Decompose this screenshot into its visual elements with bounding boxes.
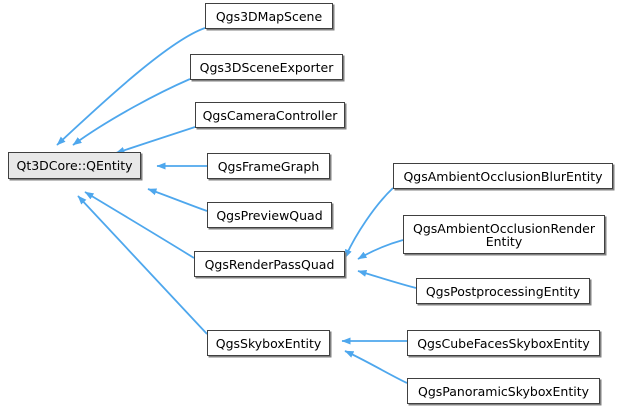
class-node-label: Qgs3DMapScene: [215, 8, 323, 24]
class-node-previewquad[interactable]: QgsPreviewQuad: [207, 202, 332, 228]
inheritance-edge: [344, 350, 408, 384]
inheritance-edge: [357, 270, 417, 289]
class-node-label: QgsCameraController: [202, 107, 338, 123]
class-node-cameractrl[interactable]: QgsCameraController: [195, 102, 345, 128]
inheritance-edge: [147, 188, 208, 212]
class-node-label: QgsAmbientOcclusionRender Entity: [413, 220, 595, 249]
class-node-postproc[interactable]: QgsPostprocessingEntity: [416, 278, 590, 304]
class-node-label: Qt3DCore::QEntity: [16, 158, 133, 173]
class-node-renderpass[interactable]: QgsRenderPassQuad: [194, 251, 345, 277]
class-node-label: QgsFrameGraph: [217, 158, 320, 174]
class-node-aorender[interactable]: QgsAmbientOcclusionRender Entity: [403, 215, 605, 254]
class-node-panoskybox[interactable]: QgsPanoramicSkyboxEntity: [407, 378, 600, 404]
class-node-skybox[interactable]: QgsSkyboxEntity: [207, 330, 330, 356]
class-node-label: QgsAmbientOcclusionBlurEntity: [403, 168, 603, 184]
class-node-label: QgsPanoramicSkyboxEntity: [417, 383, 590, 399]
inheritance-edge: [344, 187, 394, 259]
inheritance-edge: [56, 27, 206, 146]
inheritance-edge: [357, 239, 404, 260]
class-node-cubeskybox[interactable]: QgsCubeFacesSkyboxEntity: [407, 330, 600, 356]
class-node-label: QgsSkyboxEntity: [215, 335, 322, 351]
class-node-sceneexp[interactable]: Qgs3DSceneExporter: [190, 54, 343, 80]
class-node-label: QgsCubeFacesSkyboxEntity: [417, 335, 590, 351]
class-node-qentity[interactable]: Qt3DCore::QEntity: [8, 152, 141, 179]
class-node-label: QgsPostprocessingEntity: [425, 283, 581, 299]
inheritance-edge: [77, 195, 208, 335]
class-node-aoblur[interactable]: QgsAmbientOcclusionBlurEntity: [393, 163, 613, 189]
class-node-framegraph[interactable]: QgsFrameGraph: [207, 153, 330, 179]
class-node-mapscene[interactable]: Qgs3DMapScene: [205, 3, 333, 29]
inheritance-edge: [84, 191, 195, 259]
inheritance-edge: [72, 78, 191, 146]
class-node-label: Qgs3DSceneExporter: [199, 59, 334, 75]
class-node-label: QgsPreviewQuad: [216, 207, 323, 223]
inheritance-edge: [115, 126, 196, 154]
class-node-label: QgsRenderPassQuad: [204, 256, 335, 272]
